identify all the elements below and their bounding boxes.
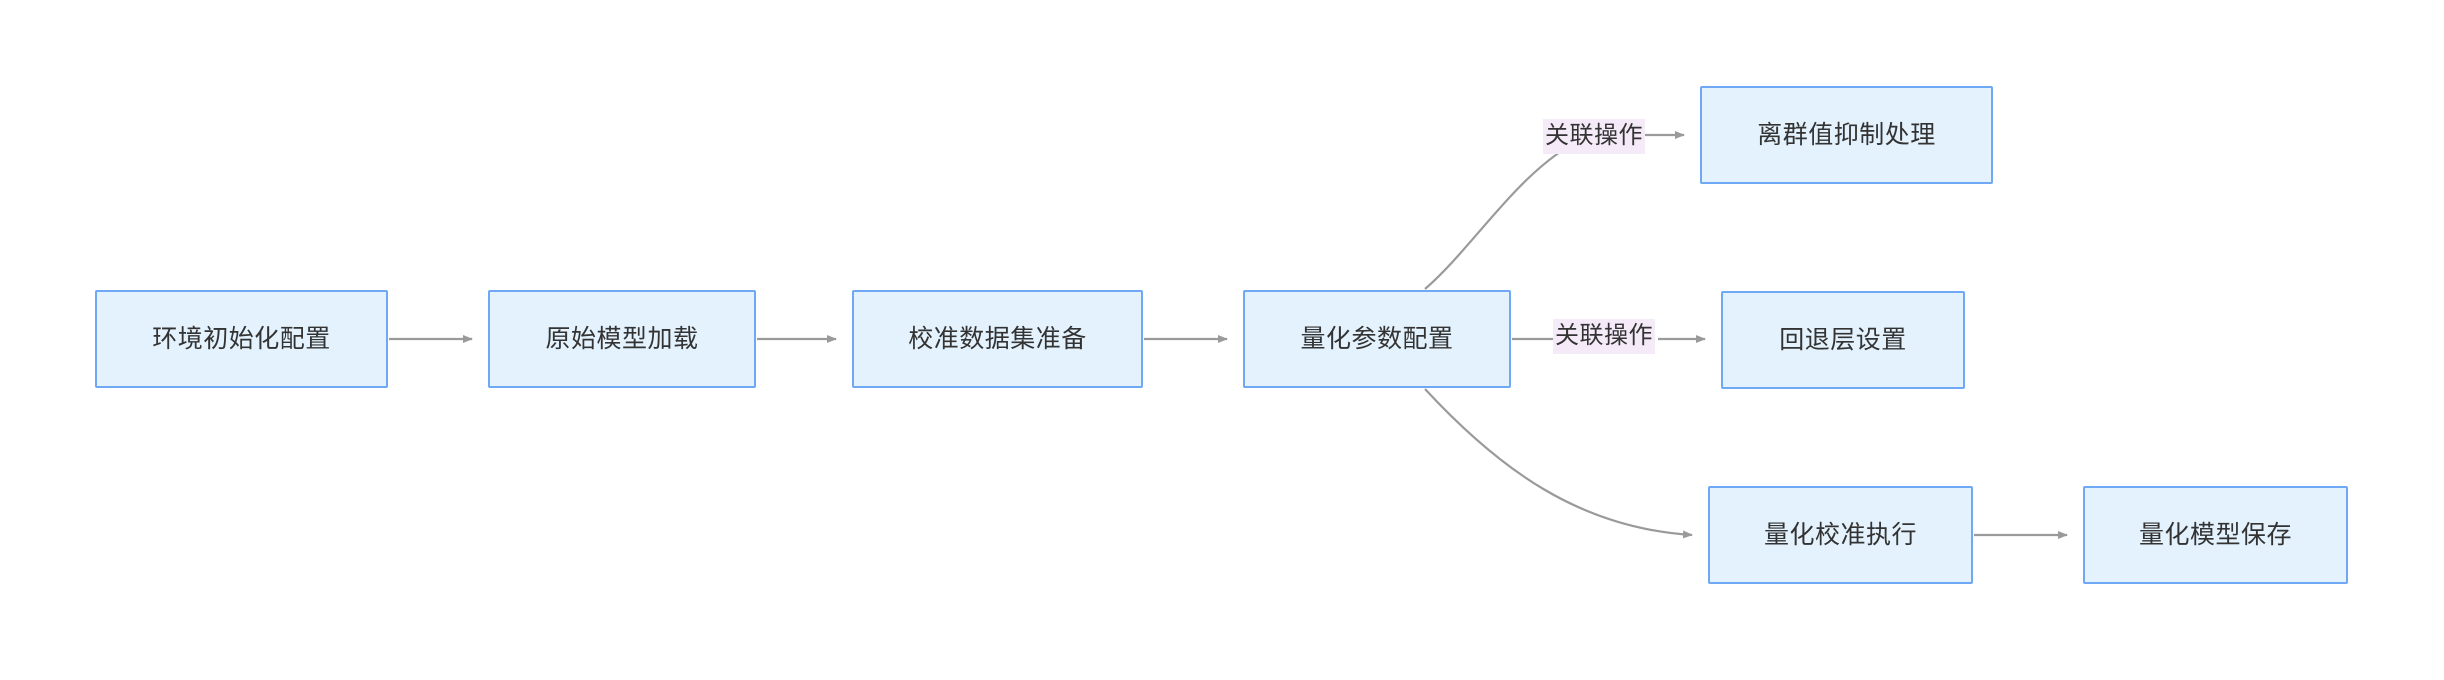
node-label: 回退层设置 bbox=[1779, 326, 1907, 354]
node-label: 环境初始化配置 bbox=[152, 325, 331, 353]
node-original-model-load[interactable]: 原始模型加载 bbox=[488, 290, 756, 388]
node-environment-init[interactable]: 环境初始化配置 bbox=[95, 290, 388, 388]
node-quantized-model-save[interactable]: 量化模型保存 bbox=[2083, 486, 2348, 584]
edge-n4-n7 bbox=[1424, 388, 1693, 539]
node-label: 原始模型加载 bbox=[545, 325, 699, 353]
node-label: 量化校准执行 bbox=[1763, 521, 1917, 549]
node-label: 量化模型保存 bbox=[2138, 521, 2292, 549]
node-label: 校准数据集准备 bbox=[908, 325, 1087, 353]
edge-label-fallback-link: 关联操作 bbox=[1553, 319, 1655, 354]
node-fallback-layer-setting[interactable]: 回退层设置 bbox=[1721, 291, 1965, 389]
node-label: 离群值抑制处理 bbox=[1757, 121, 1936, 149]
edge-label-outlier-link: 关联操作 bbox=[1543, 119, 1645, 154]
node-outlier-suppression[interactable]: 离群值抑制处理 bbox=[1700, 86, 1993, 184]
node-quantization-calibration-run[interactable]: 量化校准执行 bbox=[1708, 486, 1973, 584]
edge-n4-n5 bbox=[1424, 131, 1685, 290]
node-calibration-dataset-prep[interactable]: 校准数据集准备 bbox=[852, 290, 1143, 388]
node-quantization-param-config[interactable]: 量化参数配置 bbox=[1243, 290, 1511, 388]
node-label: 量化参数配置 bbox=[1300, 325, 1454, 353]
